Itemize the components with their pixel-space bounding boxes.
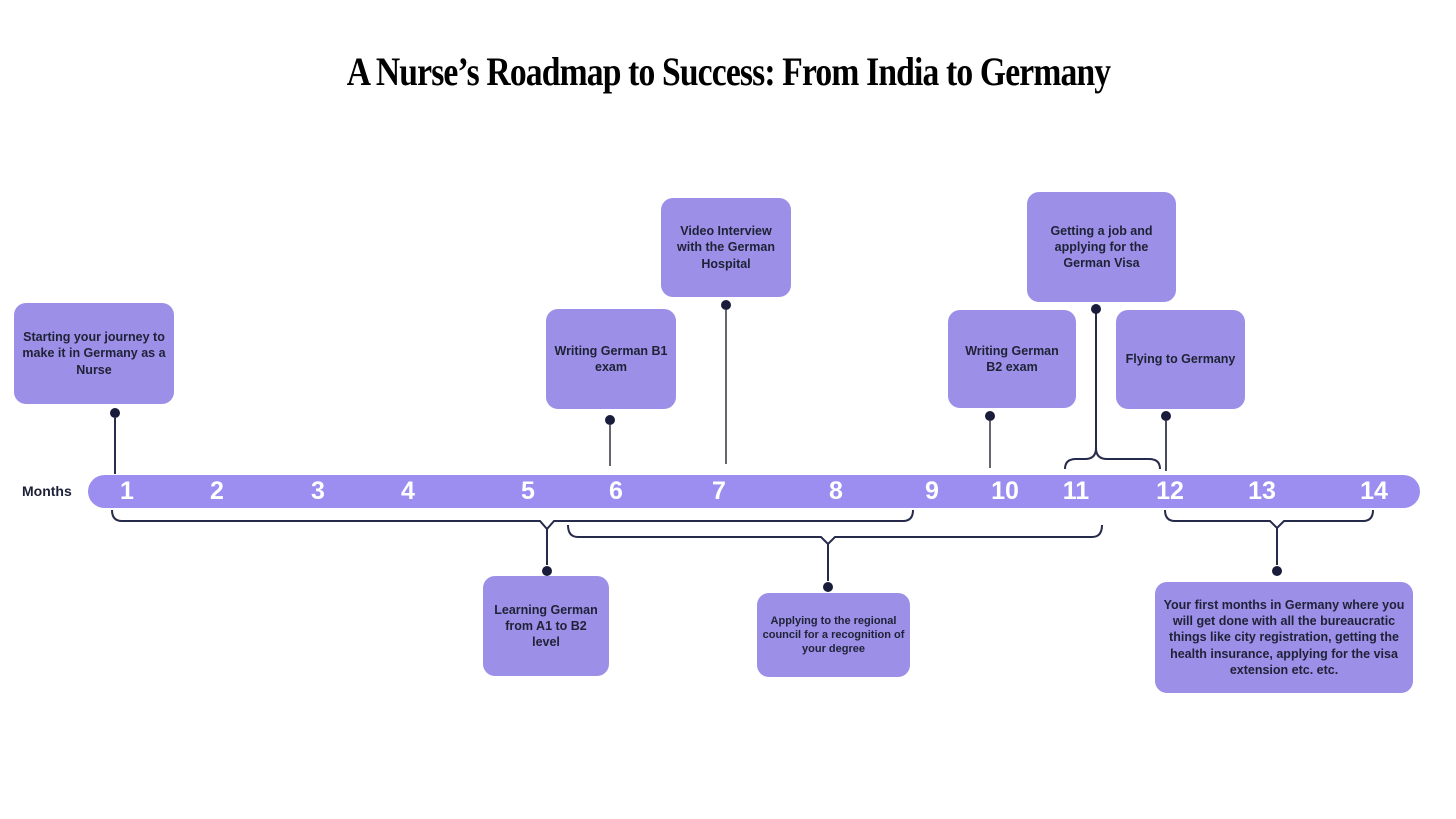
milestone-box-video-interview: Video Interview with the German Hospital	[661, 198, 791, 297]
dot-b1-exam	[605, 415, 615, 425]
dot-regional-council	[823, 582, 833, 592]
dot-first-months	[1272, 566, 1282, 576]
bracket-regional-council	[567, 524, 1103, 581]
bracket-first-months	[1164, 509, 1374, 565]
dot-job-visa	[1091, 304, 1101, 314]
milestone-box-b1-exam: Writing German B1 exam	[546, 309, 676, 409]
bracket-learning-german	[111, 509, 914, 565]
dot-flying	[1161, 411, 1171, 421]
timeline-bar	[88, 475, 1420, 508]
page-title: A Nurse’s Roadmap to Success: From India…	[0, 52, 1456, 92]
milestone-box-starting-journey: Starting your journey to make it in Germ…	[14, 303, 174, 404]
dot-b2-exam	[985, 411, 995, 421]
dot-starting-journey	[110, 408, 120, 418]
dot-video-interview	[721, 300, 731, 310]
axis-label-months: Months	[22, 483, 72, 499]
milestone-box-job-visa: Getting a job and applying for the Germa…	[1027, 192, 1176, 302]
milestone-box-first-months: Your first months in Germany where you w…	[1155, 582, 1413, 693]
page-title-text: A Nurse’s Roadmap to Success: From India…	[346, 49, 1110, 94]
milestone-box-flying: Flying to Germany	[1116, 310, 1245, 409]
connector-job-visa-brace	[1064, 313, 1161, 470]
milestone-box-regional-council: Applying to the regional council for a r…	[757, 593, 910, 677]
milestone-box-learning-german: Learning German from A1 to B2 level	[483, 576, 609, 676]
dot-learning-german	[542, 566, 552, 576]
milestone-box-b2-exam: Writing German B2 exam	[948, 310, 1076, 408]
